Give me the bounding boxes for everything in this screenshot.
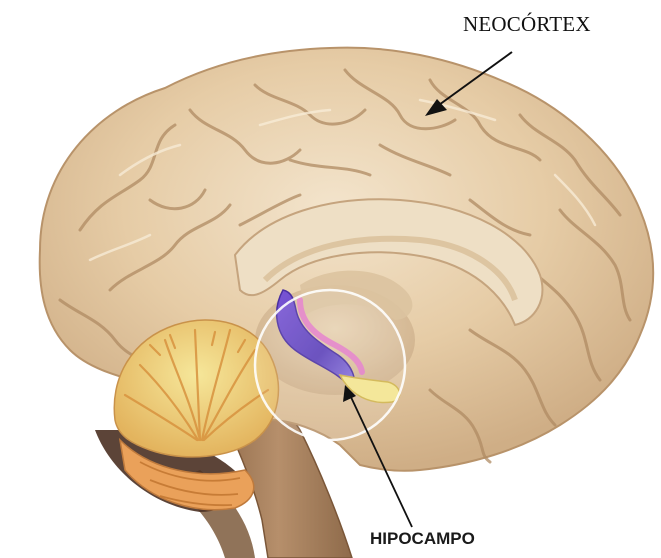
neocortex-label: NEOCÓRTEX [463,12,591,37]
hippocampus-highlight-circle [255,290,405,440]
hipocampo-label: HIPOCAMPO [370,529,475,549]
